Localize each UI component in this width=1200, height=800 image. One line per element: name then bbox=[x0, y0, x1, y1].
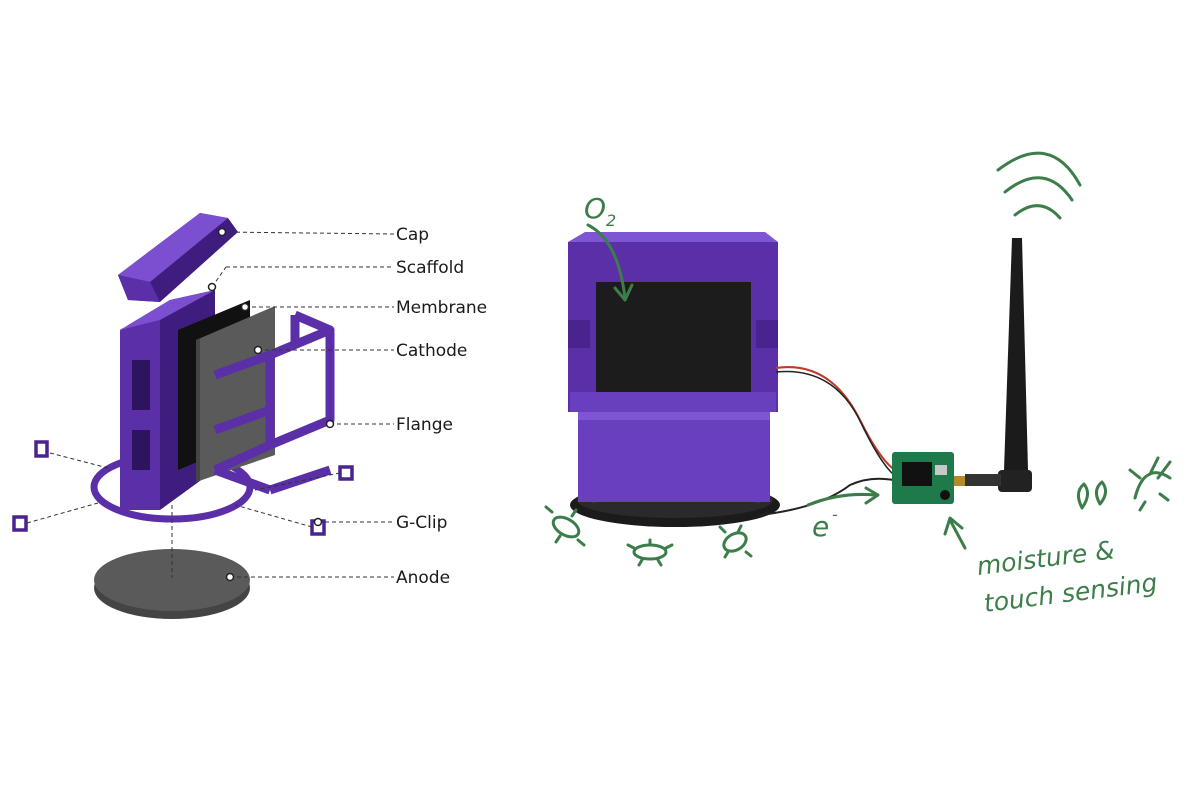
exploded-view: Cap Scaffold Membrane Cathode Flange G-C… bbox=[12, 213, 487, 619]
g-clip-parts bbox=[12, 440, 354, 536]
touch-hand-icon bbox=[1128, 456, 1172, 512]
label-membrane: Membrane bbox=[396, 298, 487, 318]
assembly-axes bbox=[26, 452, 341, 578]
part-labels: Cap Scaffold Membrane Cathode Flange G-C… bbox=[396, 225, 487, 588]
electron-superscript: - bbox=[832, 505, 838, 524]
oxygen-subscript: 2 bbox=[606, 211, 616, 230]
antenna bbox=[965, 238, 1032, 492]
cathode-window bbox=[596, 282, 751, 397]
sensor-board bbox=[892, 452, 968, 504]
electron-arrow-icon bbox=[806, 492, 878, 507]
oxygen-arrow-icon bbox=[586, 223, 627, 300]
electron-label: e bbox=[812, 510, 829, 543]
microbe-icon-1 bbox=[544, 505, 586, 547]
label-flange: Flange bbox=[396, 415, 453, 435]
label-g-clip: G-Clip bbox=[396, 513, 447, 533]
wireless-signal-icon bbox=[996, 151, 1082, 220]
sensing-arrow-icon bbox=[948, 518, 967, 550]
label-cap: Cap bbox=[396, 225, 429, 245]
cap-part bbox=[118, 213, 238, 302]
upper-frame bbox=[568, 232, 778, 412]
anode-part bbox=[94, 549, 250, 619]
part-leaders bbox=[207, 227, 395, 582]
oxygen-label: O bbox=[584, 192, 606, 225]
label-anode: Anode bbox=[396, 568, 450, 588]
lower-body bbox=[578, 410, 770, 502]
flange-part bbox=[213, 310, 335, 495]
label-scaffold: Scaffold bbox=[396, 258, 464, 278]
microbe-icon-3 bbox=[718, 524, 753, 559]
water-droplet-icon bbox=[1077, 480, 1107, 510]
microbe-icon-2 bbox=[626, 538, 674, 567]
sensing-text-line1: moisture & bbox=[975, 535, 1116, 581]
assembled-device bbox=[568, 151, 1082, 527]
label-cathode: Cathode bbox=[396, 341, 467, 361]
wires bbox=[759, 366, 896, 516]
